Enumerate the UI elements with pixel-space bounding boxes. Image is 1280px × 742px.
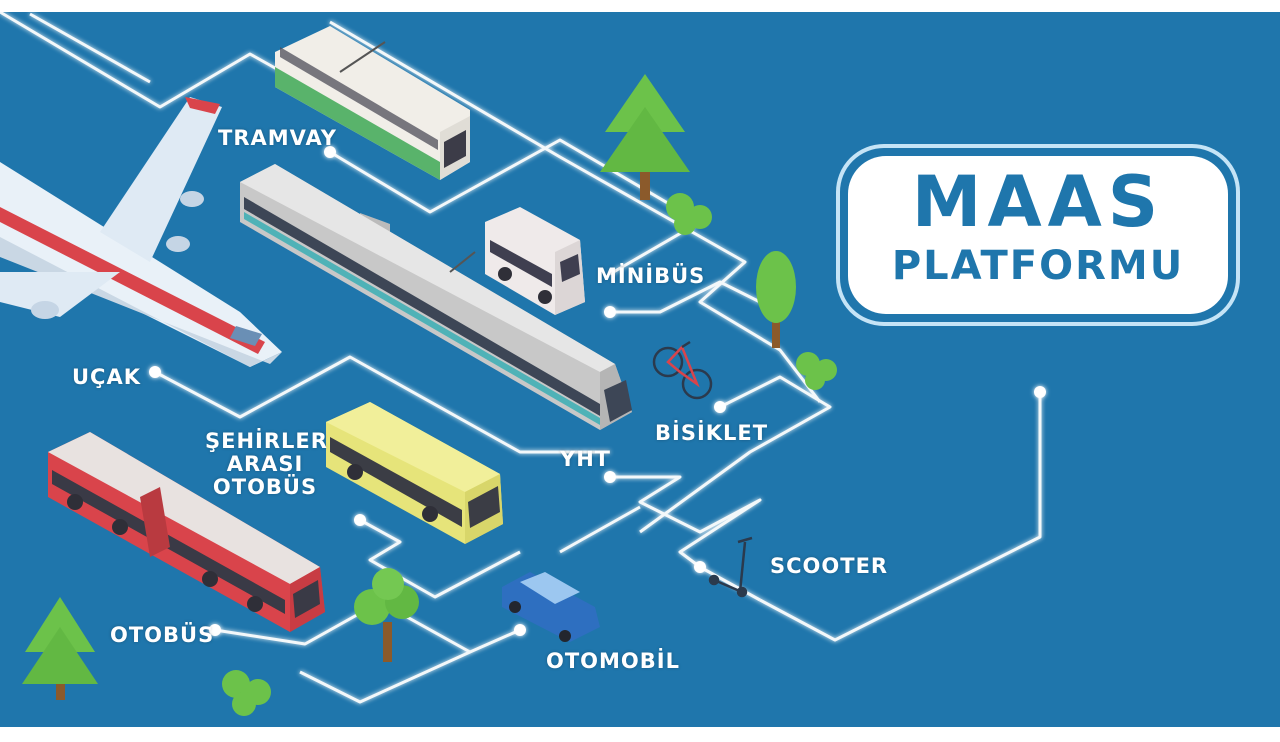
- label-otobus: OTOBÜS: [110, 623, 215, 647]
- label-sehirler-line-1: ŞEHİRLER: [205, 429, 328, 453]
- scooter-icon: [708, 536, 753, 598]
- tree-icon: [756, 251, 796, 348]
- airplane-icon: [0, 97, 282, 367]
- bush-icon: [222, 670, 271, 716]
- intercity-bus-icon: [326, 402, 503, 544]
- label-minibus: MİNİBÜS: [596, 264, 706, 288]
- label-sehirler-line-2: ARASI: [226, 452, 304, 476]
- label-scooter: SCOOTER: [770, 554, 889, 578]
- city-bus-icon: [48, 432, 325, 632]
- minibus-icon: [485, 207, 585, 315]
- high-speed-train-icon: [240, 164, 632, 430]
- network-lines: [0, 12, 1046, 716]
- bush-icon: [796, 352, 837, 390]
- title-badge: MAAS PLATFORMU: [836, 144, 1240, 326]
- label-sehirler-line-3: OTOBÜS: [212, 475, 318, 499]
- label-bisiklet: BİSİKLET: [655, 421, 769, 445]
- label-ucak: UÇAK: [72, 365, 141, 389]
- label-yht: YHT: [560, 447, 611, 471]
- label-tramvay: TRAMVAY: [218, 126, 337, 150]
- car-icon: [502, 572, 600, 642]
- label-sehirler-arasi-otobus: ŞEHİRLER ARASI OTOBÜS: [205, 429, 328, 499]
- title-line-2: PLATFORMU: [891, 243, 1185, 289]
- tree-icon: [354, 568, 419, 662]
- title-line-1: MAAS: [911, 161, 1165, 243]
- tree-icon: [22, 597, 98, 700]
- bush-icon: [666, 193, 712, 235]
- illustration: MAAS PLATFORMU TRAMVAY MİNİBÜS UÇAK BİSİ…: [0, 12, 1280, 727]
- label-otomobil: OTOMOBİL: [546, 649, 680, 673]
- bicycle-icon: [652, 340, 713, 400]
- tree-icon: [600, 74, 690, 200]
